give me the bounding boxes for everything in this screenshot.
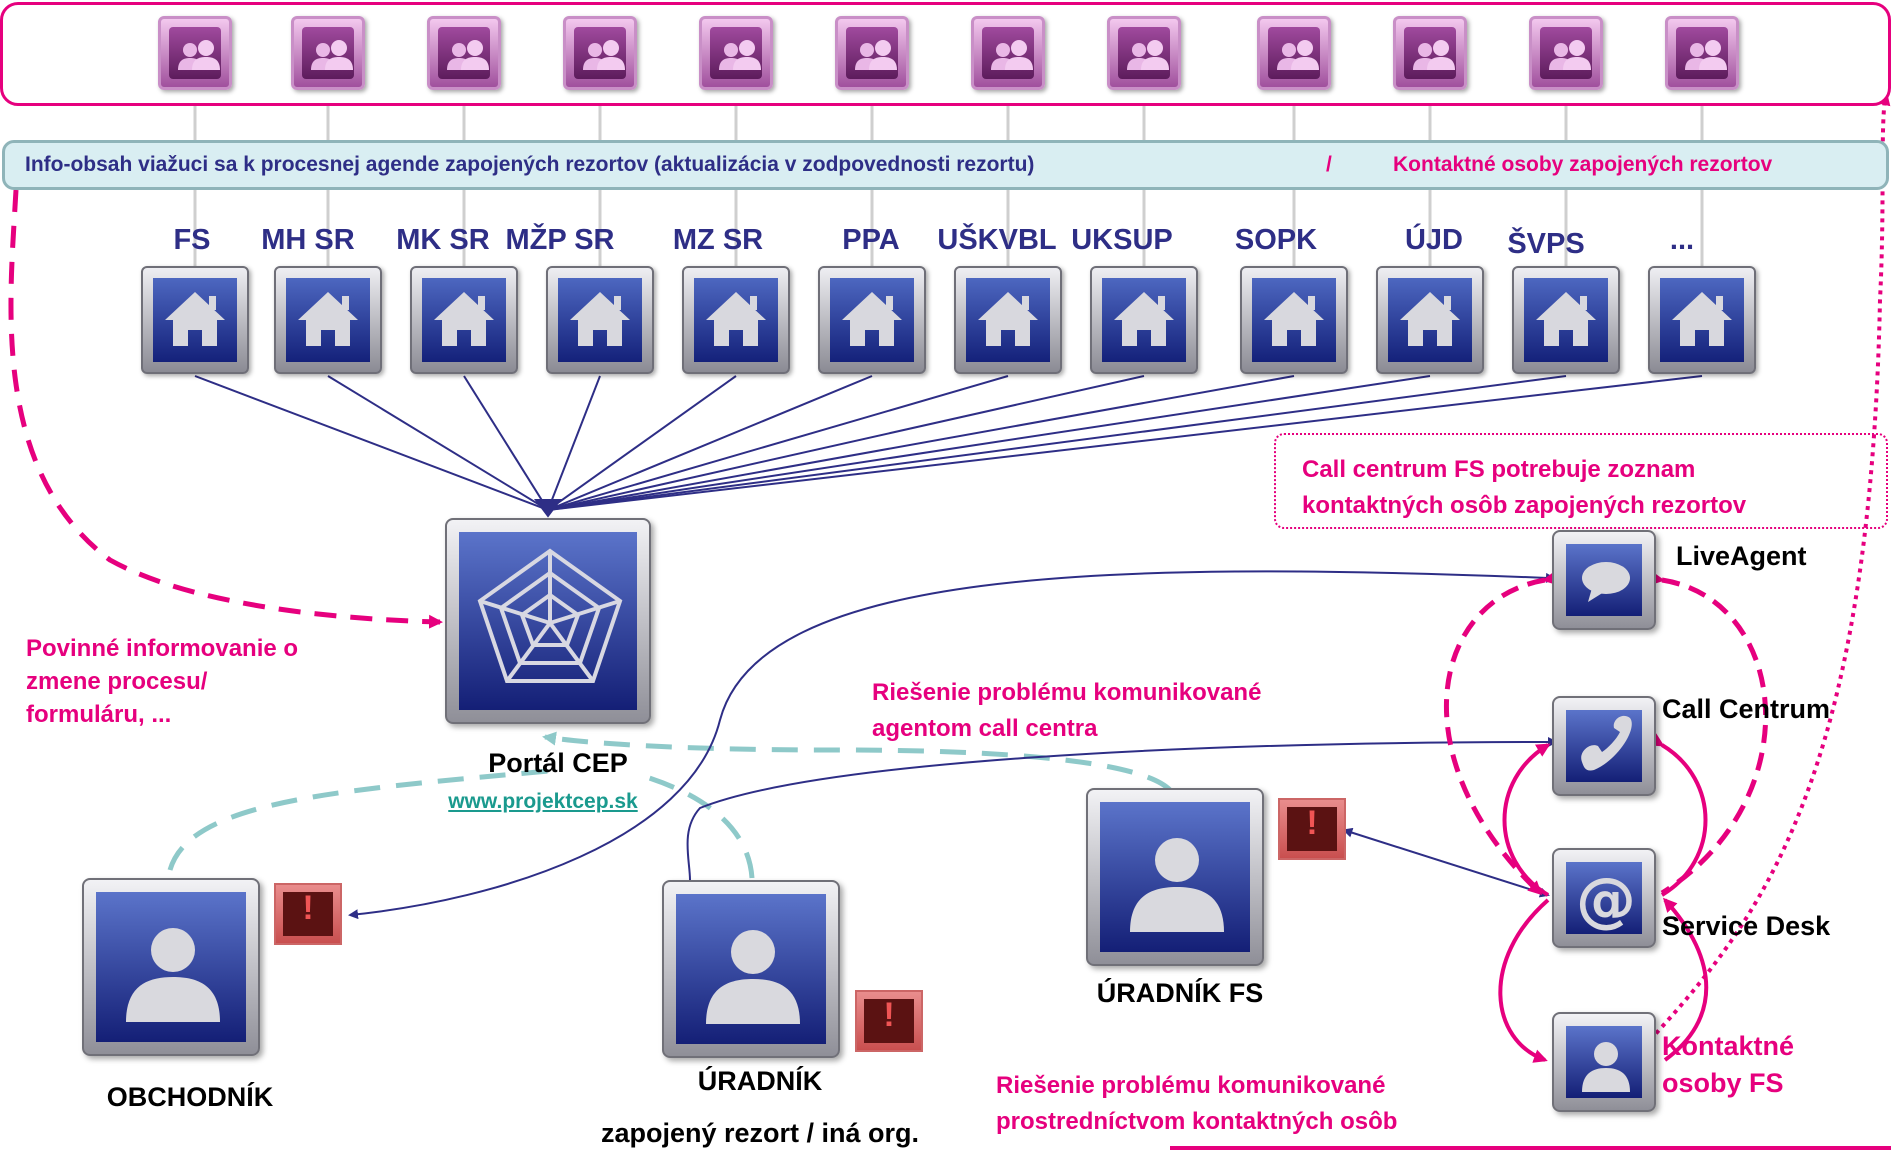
people-group-icon	[291, 16, 365, 90]
info-banner	[2, 140, 1889, 190]
org-label: FS	[173, 224, 211, 256]
merchant-portal-link	[167, 767, 561, 871]
org-portal-connector	[547, 375, 1567, 511]
callcentrum-label: Call Centrum	[1662, 694, 1831, 724]
home-icon[interactable]	[1090, 266, 1198, 374]
org-label: UŠKVBL	[937, 224, 1057, 256]
org-portal-connector	[547, 375, 873, 511]
official-sub-label: zapojený rezort / iná org.	[600, 1118, 920, 1148]
people-group-icon	[427, 16, 501, 90]
merchant-tile[interactable]	[82, 878, 260, 1056]
fs-official-servicedesk-link	[1342, 827, 1550, 898]
org-portal-connector	[547, 375, 1703, 511]
org-label: MK SR	[396, 224, 490, 256]
portal-label: Portál CEP	[488, 748, 628, 778]
org-label: MH SR	[261, 224, 355, 256]
portal-cep-tile[interactable]	[445, 518, 651, 724]
banner-right-text: Kontaktné osoby zapojených rezortov	[1393, 153, 1773, 176]
home-icon[interactable]	[141, 266, 249, 374]
org-portal-connector	[547, 375, 601, 511]
people-group-icon	[563, 16, 637, 90]
merchant-alert-icon: !	[274, 883, 342, 945]
web-icon	[477, 548, 623, 683]
banner-left-text: Info-obsah viažuci sa k procesnej agende…	[25, 153, 1035, 176]
user-icon	[1582, 1042, 1630, 1092]
banner-separator: /	[1326, 153, 1332, 176]
people-group-icon	[1665, 16, 1739, 90]
servicedesk-label: Service Desk	[1662, 911, 1831, 941]
fs-official-alert-icon: !	[1278, 798, 1346, 860]
home-icon[interactable]	[818, 266, 926, 374]
fs-official-label: ÚRADNÍK FS	[1096, 978, 1264, 1008]
callcentrum-tile[interactable]	[1552, 696, 1656, 796]
people-group-icon	[158, 16, 232, 90]
org-portal-connector	[547, 375, 1009, 511]
user-icon	[126, 928, 220, 1022]
org-label: SOPK	[1234, 224, 1318, 256]
portal-link[interactable]: www.projektcep.sk	[448, 790, 638, 813]
home-icon[interactable]	[1648, 266, 1756, 374]
fs-official-tile[interactable]	[1086, 788, 1264, 966]
official-tile[interactable]	[662, 880, 840, 1058]
liveagent-to-merchant	[348, 570, 1556, 920]
home-icon[interactable]	[1376, 266, 1484, 374]
org-label: ÚJD	[1404, 224, 1463, 256]
chat-bubble-icon	[1582, 562, 1630, 602]
home-icon[interactable]	[546, 266, 654, 374]
phone-icon	[1581, 715, 1632, 771]
org-portal-connector	[463, 375, 549, 511]
home-icon[interactable]	[1512, 266, 1620, 374]
portal-arrowhead	[534, 499, 562, 518]
info-duty-arrow	[8, 189, 443, 629]
org-portal-connector	[547, 375, 1295, 511]
svg-text:@: @	[1576, 865, 1636, 935]
liveagent-label: LiveAgent	[1676, 541, 1807, 571]
home-icon[interactable]	[274, 266, 382, 374]
user-icon	[1130, 838, 1224, 932]
org-portal-connector	[547, 375, 1145, 511]
org-label: ...	[1669, 224, 1695, 256]
callcentrum-to-official	[686, 737, 1558, 881]
people-group-icon	[1529, 16, 1603, 90]
user-icon	[706, 930, 800, 1024]
org-label: UKSUP	[1071, 224, 1173, 256]
official-alert-icon: !	[855, 990, 923, 1052]
home-icon[interactable]	[954, 266, 1062, 374]
at-sign-icon: @	[1576, 865, 1636, 935]
merchant-label: OBCHODNÍK	[106, 1082, 274, 1112]
org-portal-connector	[194, 375, 549, 511]
org-label: ŠVPS	[1507, 228, 1585, 260]
home-icon[interactable]	[682, 266, 790, 374]
servicedesk-tile[interactable]: @	[1552, 848, 1656, 948]
home-icon[interactable]	[410, 266, 518, 374]
org-label: PPA	[842, 224, 900, 256]
org-portal-connector	[547, 375, 737, 511]
org-portal-connector	[547, 375, 1431, 511]
people-group-icon	[835, 16, 909, 90]
people-group-icon	[971, 16, 1045, 90]
liveagent-tile[interactable]	[1552, 530, 1656, 630]
people-group-icon	[699, 16, 773, 90]
people-group-icon	[1257, 16, 1331, 90]
org-label: MŽP SR	[505, 224, 615, 256]
rezort-groups-row	[0, 2, 1891, 106]
people-group-icon	[1393, 16, 1467, 90]
contacts-tile[interactable]	[1552, 1012, 1656, 1112]
org-portal-connector	[327, 375, 549, 511]
home-icon[interactable]	[1240, 266, 1348, 374]
people-group-icon	[1107, 16, 1181, 90]
org-label: MZ SR	[672, 224, 764, 256]
callcenter-note-box	[1274, 433, 1888, 529]
official-label: ÚRADNÍK	[697, 1066, 823, 1096]
